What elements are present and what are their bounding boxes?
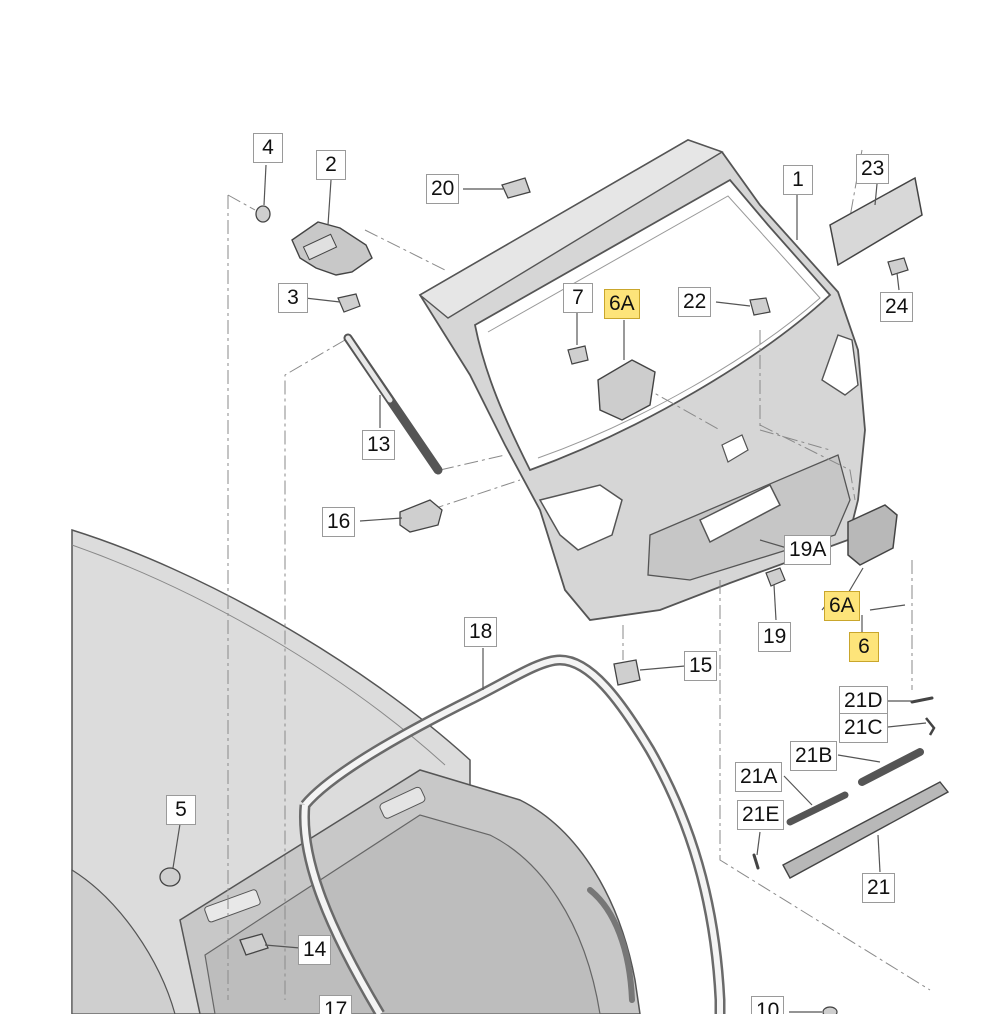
callout-5[interactable]: 5 [166,795,196,825]
callout-1[interactable]: 1 [783,165,813,195]
ref-line-right [759,330,831,451]
part-14-bolt [239,933,269,956]
door-seal-inner [301,656,723,1014]
part-23-plate [829,176,923,267]
callout-17[interactable]: 17 [319,995,353,1014]
part-21b-strip [858,748,924,786]
part-24-screw [887,257,909,276]
callout-4[interactable]: 4 [253,133,283,163]
part-6-lock [847,504,898,566]
ref-line-lock [639,384,856,501]
rear-window-frame [473,178,832,472]
part-21-trim-strip [782,781,950,879]
callout-21b[interactable]: 21B [790,741,838,771]
callout-6[interactable]: 6 [849,632,879,662]
rear-light-cutout [587,887,635,1003]
leader-21b [837,754,881,763]
leader-23 [874,183,878,206]
part-7-bolt [567,345,589,365]
callout-19a[interactable]: 19A [784,535,832,565]
part-6a-lock-bracket [597,359,656,421]
door-seal [298,654,726,1014]
part-20-sensor [501,177,531,199]
small-parts [159,176,950,1014]
leader-3 [304,297,341,303]
right-light-opening [821,334,859,396]
part-21a-strip [786,791,849,826]
ref-line-stopper [429,479,521,511]
leader-4 [263,164,267,206]
callout-15[interactable]: 15 [684,651,718,681]
ref-line-strut-low [439,454,506,471]
callout-6a-top[interactable]: 6A [604,289,640,319]
leader-22 [715,301,751,307]
callout-21e[interactable]: 21E [737,800,785,830]
part-22-nut [749,297,771,316]
callout-10[interactable]: 10 [751,996,785,1014]
part-5-bumper [159,867,181,887]
callout-18[interactable]: 18 [464,617,498,647]
left-light-opening [538,484,623,551]
callout-24[interactable]: 24 [880,292,914,322]
car-roof-edge [71,544,446,766]
camera-hole [721,434,749,463]
part-21d-clip [910,696,934,704]
ref-line-strut [284,339,346,1000]
handle-recess [699,483,781,544]
callout-3[interactable]: 3 [278,283,308,313]
callout-21a[interactable]: 21A [735,762,783,792]
callout-leaders [172,164,927,1013]
leader-2 [327,179,332,226]
callout-2[interactable]: 2 [316,150,346,180]
part-10-nut [822,1006,838,1014]
part-4-nut [255,205,271,223]
callout-21[interactable]: 21 [862,873,896,903]
callout-14[interactable]: 14 [298,935,332,965]
rear-window-inner-edge [487,195,821,459]
part-21c-clip [925,717,936,736]
part-21e-clip [752,853,760,870]
callout-23[interactable]: 23 [856,154,890,184]
leader-14 [264,944,301,949]
ref-line-hinge-top [227,194,446,271]
callout-16[interactable]: 16 [322,507,356,537]
callout-21d[interactable]: 21D [839,686,888,716]
ref-line-trim [719,580,931,991]
leader-19a [759,539,788,549]
leader-19 [773,584,777,621]
part-2-hinge-leaf [302,233,338,261]
opening-catch-plate [204,889,261,923]
part-3-bolt [337,293,361,313]
callout-20[interactable]: 20 [426,174,460,204]
reference-lines [227,149,931,1000]
part-16-buffer [399,499,443,533]
leader-21c [887,722,927,728]
callout-19[interactable]: 19 [758,622,792,652]
callout-7[interactable]: 7 [563,283,593,313]
callout-22[interactable]: 22 [678,287,712,317]
callout-21c[interactable]: 21C [839,713,888,743]
leader-21a [783,775,813,806]
callout-13[interactable]: 13 [362,430,396,460]
tailgate-top-spoiler [418,139,724,319]
leader-21 [877,834,881,873]
car-body [71,528,641,1014]
leader-15 [639,665,686,671]
leader-21e [756,831,761,856]
leader-24 [896,272,900,291]
part-13-gas-strut-rod [345,335,393,403]
part-15-stopper [613,659,641,686]
callout-6a-right[interactable]: 6A [824,591,860,621]
opening-latch-slot [379,786,426,819]
leader-16 [359,517,403,522]
leader-5 [172,823,181,869]
part-19-grommet [765,567,786,587]
